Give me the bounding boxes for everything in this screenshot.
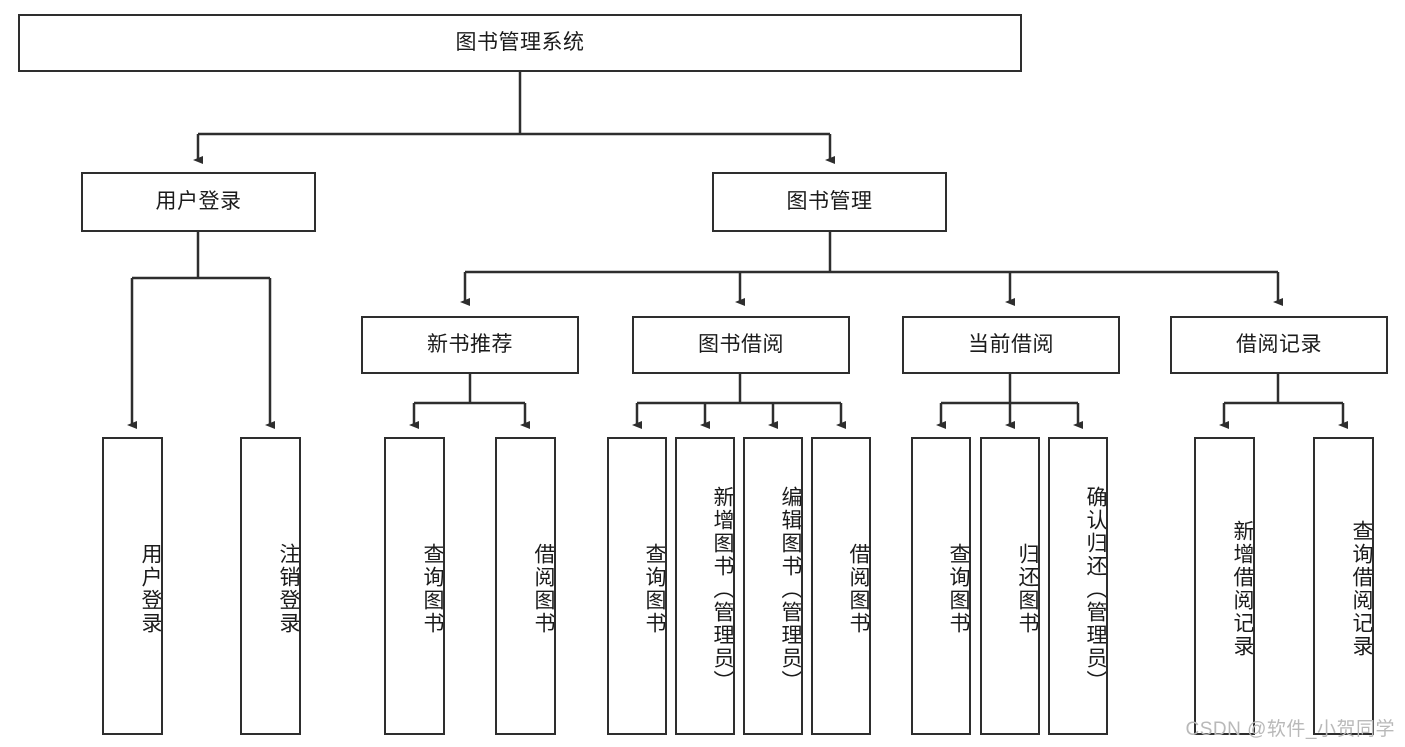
node-book-management[interactable]: 图书管理 bbox=[712, 172, 947, 232]
node-label: 注销登录 bbox=[277, 543, 300, 635]
watermark-text: CSDN @软件_小贺同学 bbox=[1185, 719, 1395, 740]
node-label: 新书推荐 bbox=[427, 333, 513, 357]
node-label: 新增图书（管理员） bbox=[711, 485, 734, 693]
node-label: 借阅图书 bbox=[847, 543, 870, 635]
leaf-borrow-book-recommend[interactable]: 借阅图书 bbox=[495, 437, 556, 735]
node-label: 归还图书 bbox=[1016, 543, 1039, 635]
node-label: 查询图书 bbox=[643, 543, 666, 635]
node-label: 图书管理 bbox=[786, 190, 873, 214]
node-current-borrow[interactable]: 当前借阅 bbox=[902, 316, 1120, 374]
node-label: 图书管理系统 bbox=[455, 31, 585, 55]
node-label: 借阅图书 bbox=[532, 543, 555, 635]
node-root-book-management-system[interactable]: 图书管理系统 bbox=[18, 14, 1022, 72]
node-label: 确认归还（管理员） bbox=[1084, 485, 1107, 693]
leaf-confirm-return[interactable]: 确认归还（管理员） bbox=[1048, 437, 1108, 735]
leaf-query-borrow-record[interactable]: 查询借阅记录 bbox=[1313, 437, 1374, 735]
node-label: 查询图书 bbox=[421, 543, 444, 635]
leaf-query-book-borrow[interactable]: 查询图书 bbox=[607, 437, 667, 735]
node-label: 用户登录 bbox=[139, 543, 162, 635]
node-label: 图书借阅 bbox=[698, 333, 784, 357]
node-label: 借阅记录 bbox=[1236, 333, 1322, 357]
node-label: 编辑图书（管理员） bbox=[779, 485, 802, 693]
node-user-login[interactable]: 用户登录 bbox=[81, 172, 316, 232]
leaf-edit-book[interactable]: 编辑图书（管理员） bbox=[743, 437, 803, 735]
leaf-add-book[interactable]: 新增图书（管理员） bbox=[675, 437, 735, 735]
node-new-book-recommend[interactable]: 新书推荐 bbox=[361, 316, 579, 374]
leaf-return-book[interactable]: 归还图书 bbox=[980, 437, 1040, 735]
node-book-borrow[interactable]: 图书借阅 bbox=[632, 316, 850, 374]
leaf-add-borrow-record[interactable]: 新增借阅记录 bbox=[1194, 437, 1255, 735]
leaf-user-logout[interactable]: 注销登录 bbox=[240, 437, 301, 735]
node-label: 当前借阅 bbox=[968, 333, 1054, 357]
node-borrow-record[interactable]: 借阅记录 bbox=[1170, 316, 1388, 374]
node-label: 新增借阅记录 bbox=[1231, 520, 1254, 658]
leaf-query-book-current[interactable]: 查询图书 bbox=[911, 437, 971, 735]
node-label: 用户登录 bbox=[155, 190, 242, 214]
leaf-borrow-book[interactable]: 借阅图书 bbox=[811, 437, 871, 735]
node-label: 查询借阅记录 bbox=[1350, 520, 1373, 658]
leaf-query-book-recommend[interactable]: 查询图书 bbox=[384, 437, 445, 735]
leaf-user-login[interactable]: 用户登录 bbox=[102, 437, 163, 735]
node-label: 查询图书 bbox=[947, 543, 970, 635]
